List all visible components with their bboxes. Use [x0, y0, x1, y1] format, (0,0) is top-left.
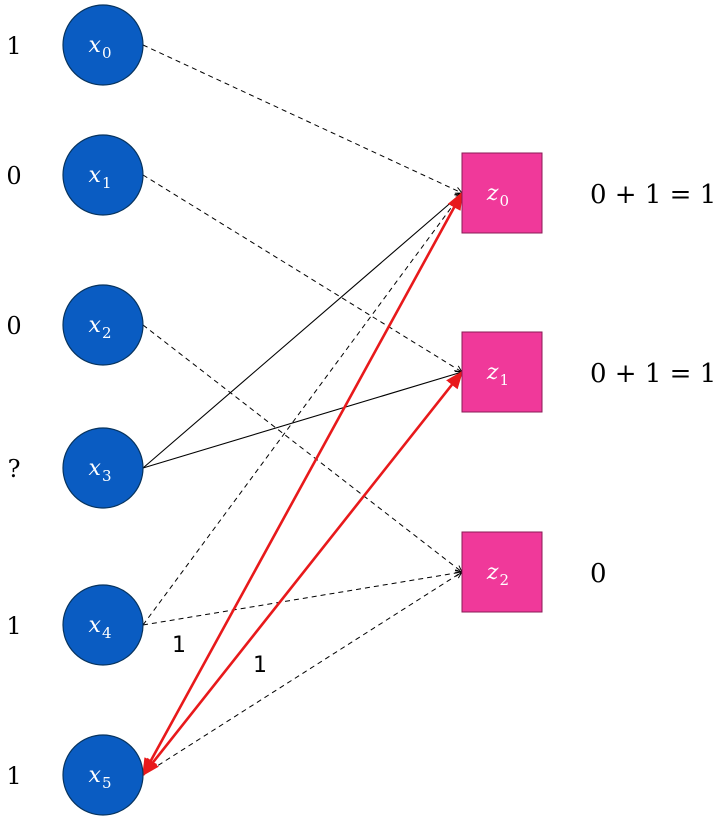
input-value-x1: 0	[6, 162, 21, 190]
edge-x3-z1	[142, 372, 462, 469]
input-value-x4: 1	[6, 612, 21, 640]
input-node-circle	[62, 284, 144, 366]
input-value-x3: ?	[8, 455, 21, 483]
edges-layer	[141, 44, 464, 777]
edge-labels-layer: 1 1	[172, 633, 267, 678]
input-node-x2: x2 0	[6, 284, 144, 366]
output-node-label: z2	[486, 560, 509, 589]
edge-x0-z0	[142, 44, 462, 193]
output-node-box	[461, 531, 543, 613]
output-node-z1: z1 0 + 1 = 1	[461, 331, 716, 413]
input-node-label: x4	[89, 613, 112, 642]
input-node-x5: x5 1	[6, 734, 144, 816]
edge-x5-z2	[142, 572, 462, 776]
edge-label-x5-z0: 1	[172, 633, 186, 658]
input-node-x0: x0 1	[6, 4, 144, 86]
edge-x1-z1	[142, 174, 462, 372]
input-node-circle	[62, 4, 144, 86]
input-node-circle	[62, 584, 144, 666]
input-value-x2: 0	[6, 312, 21, 340]
input-value-x0: 1	[6, 32, 21, 60]
output-sum-z1: 0 + 1 = 1	[590, 359, 716, 389]
edge-x3-z0	[142, 193, 462, 469]
input-node-circle	[62, 427, 144, 509]
output-node-label: z0	[486, 181, 509, 210]
outputs-layer: z0 0 + 1 = 1 z1 0 + 1 = 1 z2 0	[461, 152, 716, 613]
input-node-circle	[62, 134, 144, 216]
output-node-box	[461, 152, 543, 234]
input-node-x4: x4 1	[6, 584, 144, 666]
input-node-label: x5	[89, 763, 112, 792]
edge-label-x5-z1: 1	[253, 653, 267, 678]
input-node-x3: x3?	[8, 427, 144, 509]
output-node-z2: z2 0	[461, 531, 607, 613]
edge-x4-z2	[142, 572, 462, 626]
input-node-label: x3	[89, 456, 112, 485]
input-node-label: x2	[89, 313, 112, 342]
output-sum-z0: 0 + 1 = 1	[590, 180, 716, 210]
edge-x2-z2	[142, 324, 462, 572]
input-node-circle	[62, 734, 144, 816]
input-node-x1: x1 0	[6, 134, 144, 216]
output-node-z0: z0 0 + 1 = 1	[461, 152, 716, 234]
input-node-label: x1	[89, 163, 112, 192]
output-sum-z2: 0	[590, 559, 607, 589]
edge-x5-z0	[141, 191, 464, 777]
input-node-label: x0	[89, 33, 112, 62]
input-value-x5: 1	[6, 762, 21, 790]
edge-x4-z0	[142, 193, 462, 626]
output-node-label: z1	[486, 360, 509, 389]
output-node-box	[461, 331, 543, 413]
edge-x5-z1	[141, 370, 464, 777]
inputs-layer: x0 1 x1 0 x2 0 x3? x4 1 x5 1	[6, 4, 144, 816]
